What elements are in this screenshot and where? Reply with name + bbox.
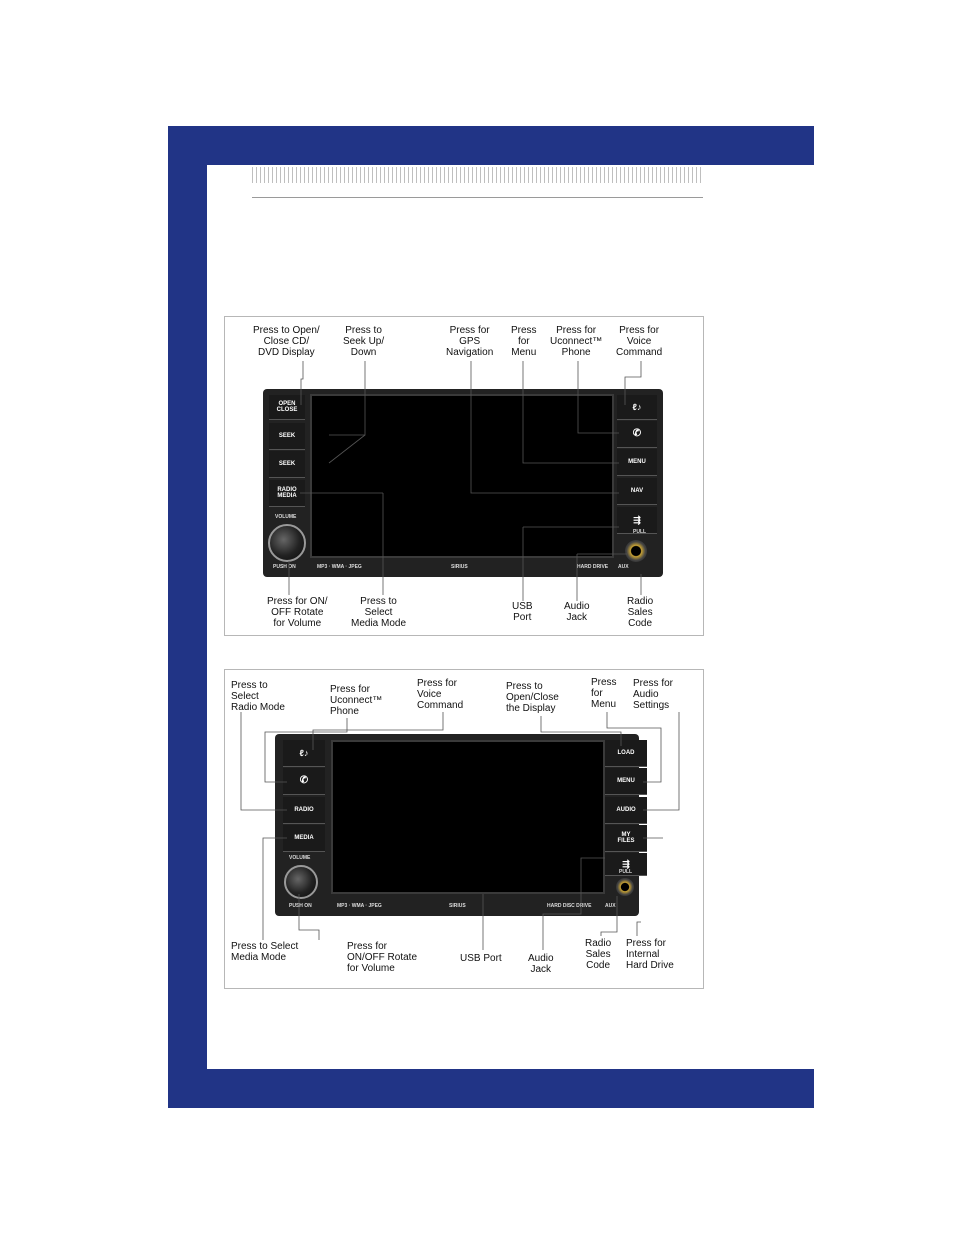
callout-uconnect-phone: Press for Uconnect™ Phone	[330, 684, 383, 717]
callout-internal-hard-drive: Press for Internal Hard Drive	[626, 938, 674, 971]
callout-uconnect-phone: Press for Uconnect™ Phone	[550, 325, 603, 358]
load-button[interactable]: LOAD	[605, 740, 647, 767]
callout-power-volume: Press for ON/ OFF Rotate for Volume	[267, 596, 328, 629]
callout-open-close-cd: Press to Open/ Close CD/ DVD Display	[253, 325, 320, 358]
callout-radio-sales-code: Radio Sales Code	[627, 596, 654, 629]
hard-drive-label: HARD DRIVE	[577, 564, 609, 570]
callout-open-close-display: Press to Open/Close the Display	[506, 681, 559, 714]
figure-radio-unit-1: Press to Open/ Close CD/ DVD Display Pre…	[224, 316, 704, 636]
pull-label: PULL	[633, 529, 647, 535]
menu-button[interactable]: MENU	[617, 449, 657, 476]
callout-gps-navigation: Press for GPS Navigation	[446, 325, 494, 358]
callout-menu: Press for Menu	[511, 325, 537, 358]
phone-icon: ✆	[299, 775, 309, 786]
push-on-label: PUSH ON	[289, 903, 312, 909]
usb-icon: ⇶	[633, 515, 641, 525]
voice-command-button[interactable]: ℓ♪	[617, 395, 657, 420]
media-button[interactable]: MEDIA	[283, 825, 325, 852]
sirius-logo: SIRIUS	[449, 903, 466, 909]
open-close-button[interactable]: OPEN CLOSE	[269, 395, 305, 420]
callout-media-mode: Press to Select Media Mode	[231, 941, 299, 963]
volume-label: VOLUME	[289, 855, 311, 861]
callout-audio-jack: Audio Jack	[528, 953, 554, 975]
pull-label: PULL	[619, 869, 633, 875]
callout-radio-mode: Press to Select Radio Mode	[231, 680, 285, 713]
menu-button[interactable]: MENU	[605, 768, 647, 795]
callout-voice-command: Press for Voice Command	[616, 325, 663, 358]
phone-button[interactable]: ✆	[617, 421, 657, 448]
formats-label: MP3 · WMA · JPEG	[337, 903, 382, 909]
aux-label: AUX	[618, 564, 629, 570]
figure-radio-unit-2: Press to Select Radio Mode Press for Uco…	[224, 669, 704, 989]
seek-up-button[interactable]: SEEK	[269, 423, 305, 450]
radio-media-button[interactable]: RADIO MEDIA	[269, 480, 305, 507]
callout-audio-jack: Audio Jack	[564, 601, 590, 623]
volume-knob[interactable]	[268, 524, 306, 562]
callout-menu: Press for Menu	[591, 677, 617, 710]
callout-usb-port: USB Port	[512, 601, 533, 623]
seek-down-button[interactable]: SEEK	[269, 451, 305, 478]
callout-seek: Press to Seek Up/ Down	[343, 325, 385, 358]
callout-audio-settings: Press for Audio Settings	[633, 678, 674, 711]
phone-button[interactable]: ✆	[283, 768, 325, 795]
usb-icon: ⇶	[622, 859, 630, 869]
callout-power-volume: Press for ON/OFF Rotate for Volume	[347, 941, 418, 974]
audio-jack[interactable]	[616, 878, 634, 896]
display-screen	[331, 740, 605, 894]
callout-usb-port: USB Port	[460, 953, 502, 964]
audio-button[interactable]: AUDIO	[605, 797, 647, 824]
callout-media-mode: Press to Select Media Mode	[351, 596, 407, 629]
my-files-button[interactable]: MY FILES	[605, 825, 647, 852]
voice-icon: ℓ♪	[299, 748, 309, 758]
usb-port[interactable]: ⇶	[617, 507, 657, 534]
volume-knob[interactable]	[284, 865, 318, 899]
aux-label: AUX	[605, 903, 616, 909]
radio-button[interactable]: RADIO	[283, 797, 325, 824]
header-rule	[252, 197, 703, 198]
volume-label: VOLUME	[275, 514, 297, 520]
voice-command-button[interactable]: ℓ♪	[283, 740, 325, 767]
usb-port[interactable]: ⇶	[605, 853, 647, 876]
audio-jack[interactable]	[625, 540, 647, 562]
display-screen	[310, 394, 614, 558]
voice-icon: ℓ♪	[632, 402, 642, 412]
leader-lines	[240, 712, 680, 950]
sirius-logo: SIRIUS	[451, 564, 468, 570]
phone-icon: ✆	[632, 428, 642, 439]
callout-radio-sales-code: Radio Sales Code	[585, 938, 612, 971]
header-tick-pattern	[252, 167, 703, 183]
hard-disc-drive-label: HARD DISC DRIVE	[547, 903, 592, 909]
push-on-label: PUSH ON	[273, 564, 296, 570]
nav-button[interactable]: NAV	[617, 478, 657, 505]
formats-label: MP3 · WMA · JPEG	[317, 564, 362, 570]
leader-lines	[288, 361, 642, 601]
callout-voice-command: Press for Voice Command	[417, 678, 464, 711]
